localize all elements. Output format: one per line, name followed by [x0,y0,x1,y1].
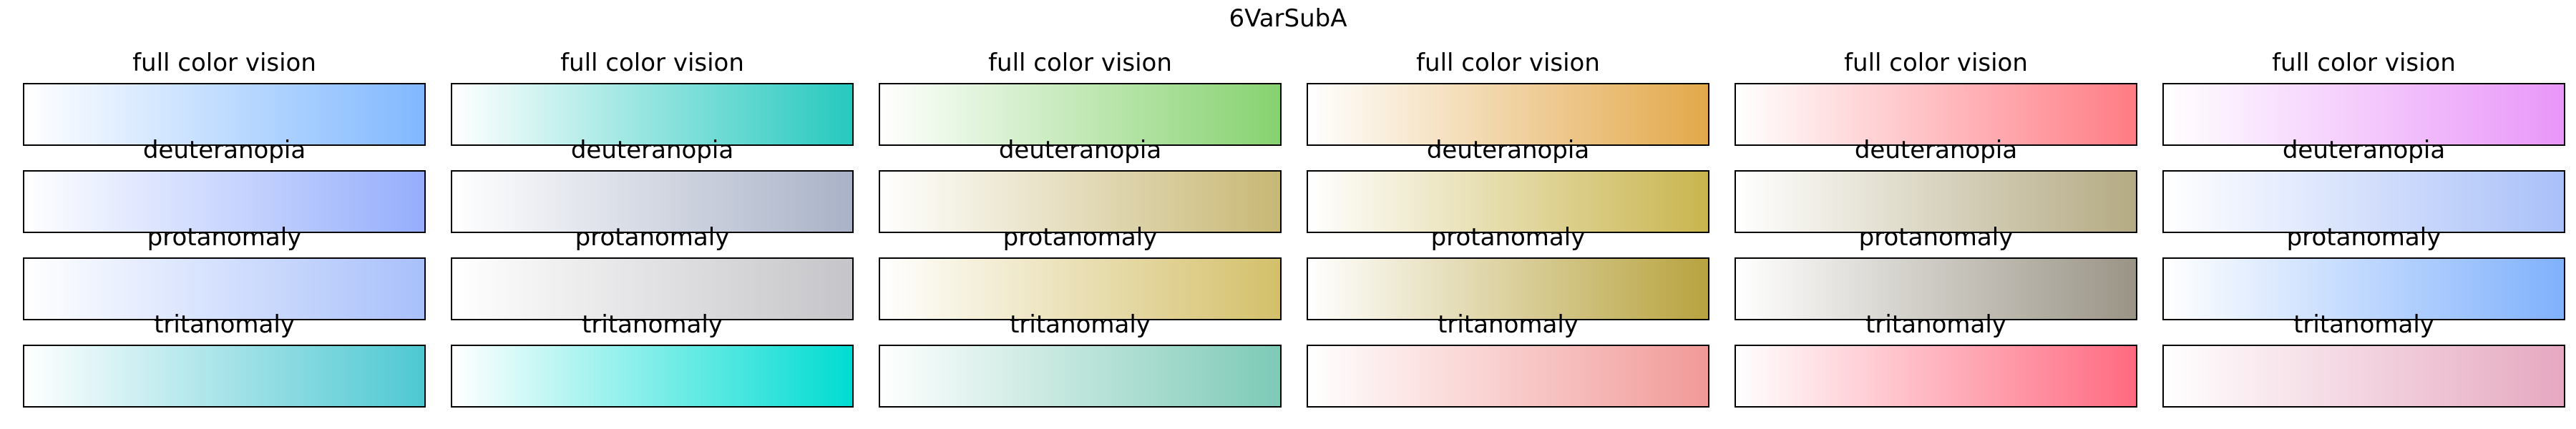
panel-title: deuteranopia [142,136,306,164]
panel-title: deuteranopia [998,136,1162,164]
figure-title: 6VarSubA [1229,4,1347,33]
panel-title: full color vision [560,49,744,77]
colormap-panel: protanomaly [2162,223,2565,320]
colormap-gradient [1735,170,2137,233]
colormap-panel: full color vision [1307,49,1709,146]
colormap-gradient [1735,257,2137,320]
colormap-column-4: full color vision deuteranopia protanomaly… [1307,0,1709,429]
panel-title: tritanomaly [1010,310,1151,339]
panel-title: full color vision [132,49,316,77]
colormap-gradient [879,257,1282,320]
colormap-gradient [23,170,426,233]
colormap-panel: full color vision [1735,49,2137,146]
colormap-panel: protanomaly [451,223,854,320]
colormap-gradient [1307,83,1709,146]
colormap-gradient [451,83,854,146]
colormap-panel: deuteranopia [1735,136,2137,233]
panel-title: full color vision [2272,49,2456,77]
colormap-column-2: full color vision deuteranopia protanomaly… [451,0,854,429]
panel-title: deuteranopia [570,136,734,164]
colormap-panel: full color vision [2162,49,2565,146]
panel-title: protanomaly [1430,223,1586,252]
panel-title: deuteranopia [1426,136,1590,164]
colormap-panel: deuteranopia [1307,136,1709,233]
colormap-panel: full color vision [23,49,426,146]
panel-title: full color vision [1844,49,2028,77]
colormap-panel: tritanomaly [2162,310,2565,408]
colormap-panel: deuteranopia [23,136,426,233]
colormap-gradient [1307,257,1709,320]
panel-title: full color vision [988,49,1172,77]
colormap-panel: tritanomaly [1735,310,2137,408]
colormap-gradient [451,170,854,233]
colormap-gradient [2162,83,2565,146]
colormap-panel: tritanomaly [1307,310,1709,408]
colormap-gradient [23,257,426,320]
colormap-gradient [451,257,854,320]
colormap-gradient [1307,170,1709,233]
colormap-gradient [1307,345,1709,408]
colormap-gradient [1735,83,2137,146]
colormap-panel: protanomaly [23,223,426,320]
panel-title: tritanomaly [1865,310,2006,339]
colormap-panel: deuteranopia [451,136,854,233]
panel-title: tritanomaly [154,310,295,339]
colormap-column-5: full color vision deuteranopia protanomaly… [1735,0,2137,429]
colormap-column-6: full color vision deuteranopia protanomaly… [2162,0,2565,429]
colormap-panel: full color vision [451,49,854,146]
colormap-panel: tritanomaly [879,310,1282,408]
colormap-panel: tritanomaly [23,310,426,408]
panel-title: deuteranopia [2282,136,2446,164]
colormap-gradient [451,345,854,408]
panel-title: deuteranopia [1854,136,2018,164]
colormap-gradient [879,345,1282,408]
panel-title: protanomaly [147,223,302,252]
colormap-panel: protanomaly [1307,223,1709,320]
colormap-panel: protanomaly [879,223,1282,320]
colormap-panel: full color vision [879,49,1282,146]
colormap-gradient [2162,345,2565,408]
colormap-panel: tritanomaly [451,310,854,408]
panel-title: tritanomaly [1438,310,1579,339]
panel-title: protanomaly [575,223,730,252]
panel-title: protanomaly [1002,223,1158,252]
colormap-gradient [23,345,426,408]
panel-title: full color vision [1416,49,1600,77]
colormap-gradient [879,83,1282,146]
colormap-gradient [879,170,1282,233]
colormap-column-1: full color vision deuteranopia protanomaly… [23,0,426,429]
colormap-gradient [1735,345,2137,408]
colormap-gradient [2162,257,2565,320]
colormap-panel: deuteranopia [2162,136,2565,233]
panel-title: tritanomaly [582,310,723,339]
colormap-panel: protanomaly [1735,223,2137,320]
panel-title: tritanomaly [2293,310,2434,339]
colormap-gradient [2162,170,2565,233]
panel-title: protanomaly [1858,223,2014,252]
colormap-panel: deuteranopia [879,136,1282,233]
panel-title: protanomaly [2286,223,2441,252]
colormap-column-3: full color vision deuteranopia protanomaly… [879,0,1282,429]
colormap-gradient [23,83,426,146]
